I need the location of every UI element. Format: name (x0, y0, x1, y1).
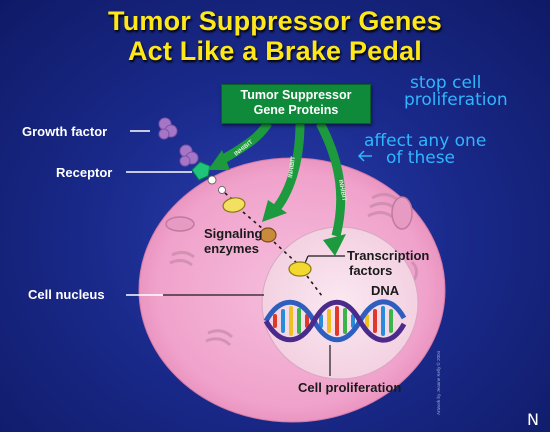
label-growth-factor: Growth factor (22, 124, 108, 139)
label-signaling-enzymes: Signaling enzymes (204, 226, 263, 256)
label-signaling-line-1: Signaling (204, 226, 263, 241)
note-1-line-1: stop cell (410, 73, 482, 93)
note-2-line-2: of these (386, 148, 456, 168)
label-cell-nucleus: Cell nucleus (28, 287, 105, 302)
signaling-enzyme (222, 197, 246, 213)
label-dna: DNA (371, 283, 400, 298)
handwritten-note-2: affect any one of these (364, 133, 486, 167)
inhibit-arrows (219, 120, 346, 238)
slide-title-line-2: Act Like a Brake Pedal (127, 36, 423, 66)
label-receptor: Receptor (56, 165, 113, 180)
dna-helix (263, 299, 407, 343)
corner-mark: N (527, 410, 539, 429)
pointer-lines (126, 130, 192, 296)
slide-title-line-1: Tumor Suppressor Genes (108, 6, 442, 36)
mitochondrion (391, 196, 413, 230)
annotation-arrow (357, 150, 372, 162)
label-cell-proliferation: Cell proliferation (298, 380, 402, 395)
arrow-label: INHIBIT (288, 156, 297, 179)
note-2-line-1: affect any one (364, 131, 487, 151)
growth-factor-molecule (158, 117, 178, 140)
label-signaling-line-2: enzymes (204, 241, 259, 256)
mitochondrion (165, 216, 195, 232)
artwork-credit: Artwork by Jeanne Kelly © 2004 (435, 350, 441, 415)
label-transcription-factors: Transcription factors (347, 248, 429, 278)
label-transcription-line-1: Transcription (347, 248, 430, 263)
note-1-line-2: proliferation (404, 90, 508, 110)
signaling-enzyme (259, 227, 277, 243)
transcription-factor (288, 261, 312, 277)
tumor-suppressor-box: Tumor Suppressor Gene Proteins (221, 84, 371, 124)
inhibit-arrowheads (208, 150, 346, 256)
box-line-1: Tumor Suppressor (240, 88, 352, 102)
growth-factor-molecule (179, 144, 199, 167)
handwritten-note-1: stop cell proliferation (404, 75, 508, 109)
arrow-label: INHIBIT (337, 179, 347, 202)
receptor-protein (191, 161, 226, 194)
label-transcription-line-2: factors (349, 263, 393, 278)
box-line-2: Gene Proteins (253, 103, 339, 117)
